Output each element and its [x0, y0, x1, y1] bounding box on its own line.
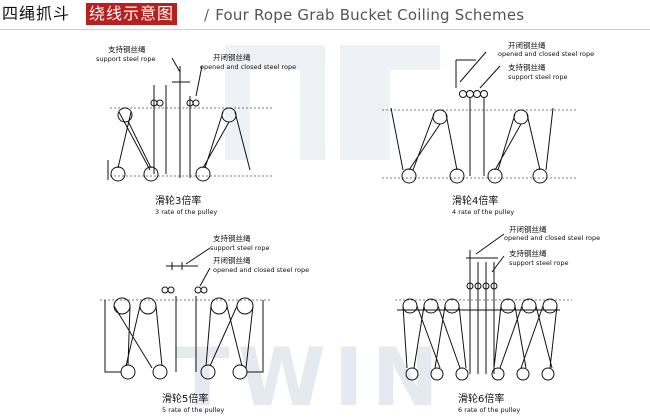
title-separator: / [204, 6, 210, 24]
d1-open-cn: 开闭钢丝绳 [213, 52, 251, 62]
d1-support-cn: 支持钢丝绳 [108, 44, 146, 54]
top-sheave [513, 109, 529, 125]
d4-open-en: opened and closed steel rope [504, 234, 600, 242]
d4-open-cn: 开闭钢丝绳 [509, 224, 547, 234]
d3-support-cn: 支持钢丝绳 [213, 233, 251, 243]
d3-open-en: opened and closed steel rope [213, 266, 309, 274]
top-sheave [432, 109, 448, 125]
title-cn-part2: 绕线示意图 [86, 3, 178, 25]
title-cn-part1: 四绳抓斗 [2, 4, 71, 23]
bottom-sheave [405, 367, 419, 381]
top-sheave [423, 298, 439, 314]
d4-caption-cn: 滑轮6倍率 [458, 392, 504, 405]
bottom-sheave [152, 364, 168, 380]
bottom-sheave [516, 367, 530, 381]
top-sheave [113, 297, 131, 315]
top-sheave [210, 297, 228, 315]
top-sheave [542, 298, 558, 314]
d4-caption-en: 6 rate of the pulley [458, 406, 520, 414]
d3-open-cn: 开闭钢丝绳 [213, 255, 251, 265]
bottom-sheave [487, 168, 503, 184]
bottom-sheave [120, 364, 136, 380]
bottom-sheave [455, 367, 469, 381]
d2-caption-cn: 滑轮4倍率 [452, 194, 498, 207]
watermark: TWIN [175, 45, 440, 417]
d2-open-en: opened and closed steel rope [498, 50, 594, 58]
header-rule [0, 29, 650, 30]
top-sheave [117, 107, 133, 123]
diagram-4-rate: 开闭钢丝绳 opened and closed steel rope 支持钢丝绳… [382, 40, 594, 216]
bottom-sheave [541, 367, 555, 381]
d4-support-cn: 支持钢丝绳 [509, 248, 547, 258]
d2-support-en: support steel rope [508, 73, 567, 81]
header: 四绳抓斗 绕线示意图 / Four Rope Grab Bucket Coilin… [0, 0, 650, 30]
diagram-5-rate: 支持钢丝绳 support steel rope 开闭钢丝绳 opened an… [100, 233, 309, 414]
top-sheave [236, 297, 254, 315]
d2-open-cn: 开闭钢丝绳 [508, 40, 546, 50]
top-sheave [139, 297, 157, 315]
d1-caption-en: 3 rate of the pulley [155, 208, 217, 216]
d2-support-cn: 支持钢丝绳 [508, 62, 546, 72]
d2-caption-en: 4 rate of the pulley [452, 208, 514, 216]
bottom-sheave [532, 168, 548, 184]
bottom-sheave [449, 168, 465, 184]
bottom-sheave [195, 166, 211, 182]
bottom-sheave [401, 168, 417, 184]
bottom-sheave [110, 166, 126, 182]
diagram-6-rate: 开闭钢丝绳 opened and closed steel rope 支持钢丝绳… [395, 224, 600, 414]
watermark-emblem-right [340, 45, 440, 160]
top-sheave [444, 298, 460, 314]
bottom-sheave [491, 367, 505, 381]
title-en-group: / Four Rope Grab Bucket Coiling Schemes [204, 4, 524, 26]
top-sheave [500, 298, 516, 314]
top-sheave [402, 298, 418, 314]
bottom-sheave [143, 166, 159, 182]
d3-support-en: support steel rope [210, 244, 269, 252]
d3-caption-en: 5 rate of the pulley [162, 406, 224, 414]
watermark-emblem [225, 45, 325, 160]
title-en: Four Rope Grab Bucket Coiling Schemes [215, 6, 525, 24]
bottom-sheave [430, 367, 444, 381]
d1-caption-cn: 滑轮3倍率 [155, 194, 201, 207]
top-sheave [521, 298, 537, 314]
d4-support-en: support steel rope [509, 259, 568, 267]
d1-open-en: opened and closed steel rope [200, 63, 296, 71]
d1-support-en: support steel rope [96, 55, 155, 63]
diagram-3-rate: 支持钢丝绳 support steel rope 开闭钢丝绳 opened an… [96, 44, 296, 216]
bottom-sheave [200, 364, 216, 380]
d3-caption-cn: 滑轮5倍率 [162, 392, 208, 405]
